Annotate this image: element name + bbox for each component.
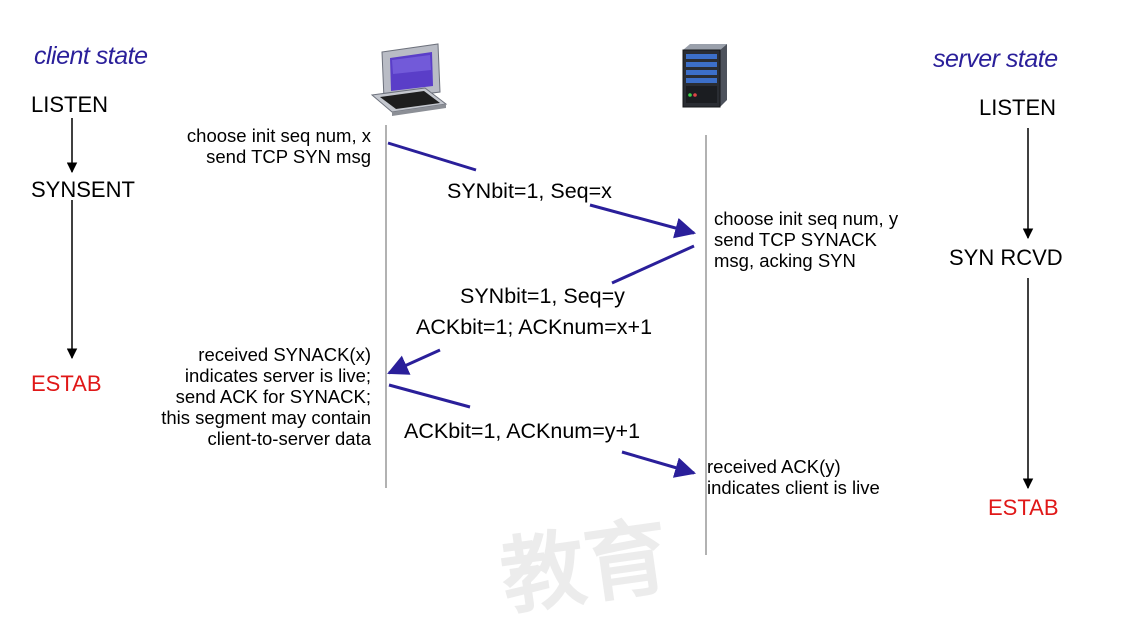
ack-arrow-segment-b: [621, 450, 697, 478]
client-state-header: client state: [34, 42, 148, 70]
synack-arrow-segment-b: [387, 348, 441, 375]
client-computer-icon: [370, 43, 448, 116]
server-note-ack-line: received ACK(y): [707, 456, 841, 477]
server-state-listen: LISTEN: [979, 95, 1057, 120]
syn-message-label: SYNbit=1, Seq=x: [447, 179, 612, 203]
client-note-synack-received: received SYNACK(x) indicates server is l…: [161, 344, 371, 449]
server-tower-icon: [682, 44, 727, 108]
synack-arrow-segment-a: [611, 244, 695, 285]
server-note-ack-received: received ACK(y) indicates client is live: [707, 456, 880, 498]
client-note-synack-line: client-to-server data: [207, 428, 371, 449]
server-state-header: server state: [933, 45, 1058, 73]
watermark: 教育: [495, 508, 675, 626]
server-note-syn-received: choose init seq num, y send TCP SYNACK m…: [714, 208, 898, 271]
client-note-syn-line: choose init seq num, x: [186, 125, 371, 146]
synack-message-label-2: ACKbit=1; ACKnum=x+1: [416, 315, 653, 339]
ack-arrow-segment-a: [388, 383, 471, 409]
client-note-synack-line: this segment may contain: [161, 407, 371, 428]
syn-arrow-segment-b: [589, 203, 697, 239]
client-note-syn: choose init seq num, x send TCP SYN msg: [187, 125, 371, 167]
client-state-estab: ESTAB: [31, 371, 102, 396]
client-state-listen: LISTEN: [31, 92, 109, 117]
server-state-synrcvd: SYN RCVD: [949, 245, 1063, 270]
ack-message-label: ACKbit=1, ACKnum=y+1: [404, 419, 641, 443]
client-note-synack-line: indicates server is live;: [184, 365, 371, 386]
server-state-estab: ESTAB: [988, 495, 1059, 520]
server-note-syn-line: choose init seq num, y: [714, 208, 899, 229]
server-note-syn-line: msg, acking SYN: [714, 250, 856, 271]
handshake-diagram: [66, 43, 1034, 555]
client-state-synsent: SYNSENT: [31, 177, 135, 202]
syn-arrow-segment-a: [387, 141, 477, 172]
client-note-synack-line: received SYNACK(x): [198, 344, 371, 365]
server-note-syn-line: send TCP SYNACK: [714, 229, 877, 250]
synack-message-label-1: SYNbit=1, Seq=y: [460, 284, 625, 308]
client-note-syn-line: send TCP SYN msg: [206, 146, 371, 167]
client-note-synack-line: send ACK for SYNACK;: [175, 386, 371, 407]
server-note-ack-line: indicates client is live: [707, 477, 880, 498]
